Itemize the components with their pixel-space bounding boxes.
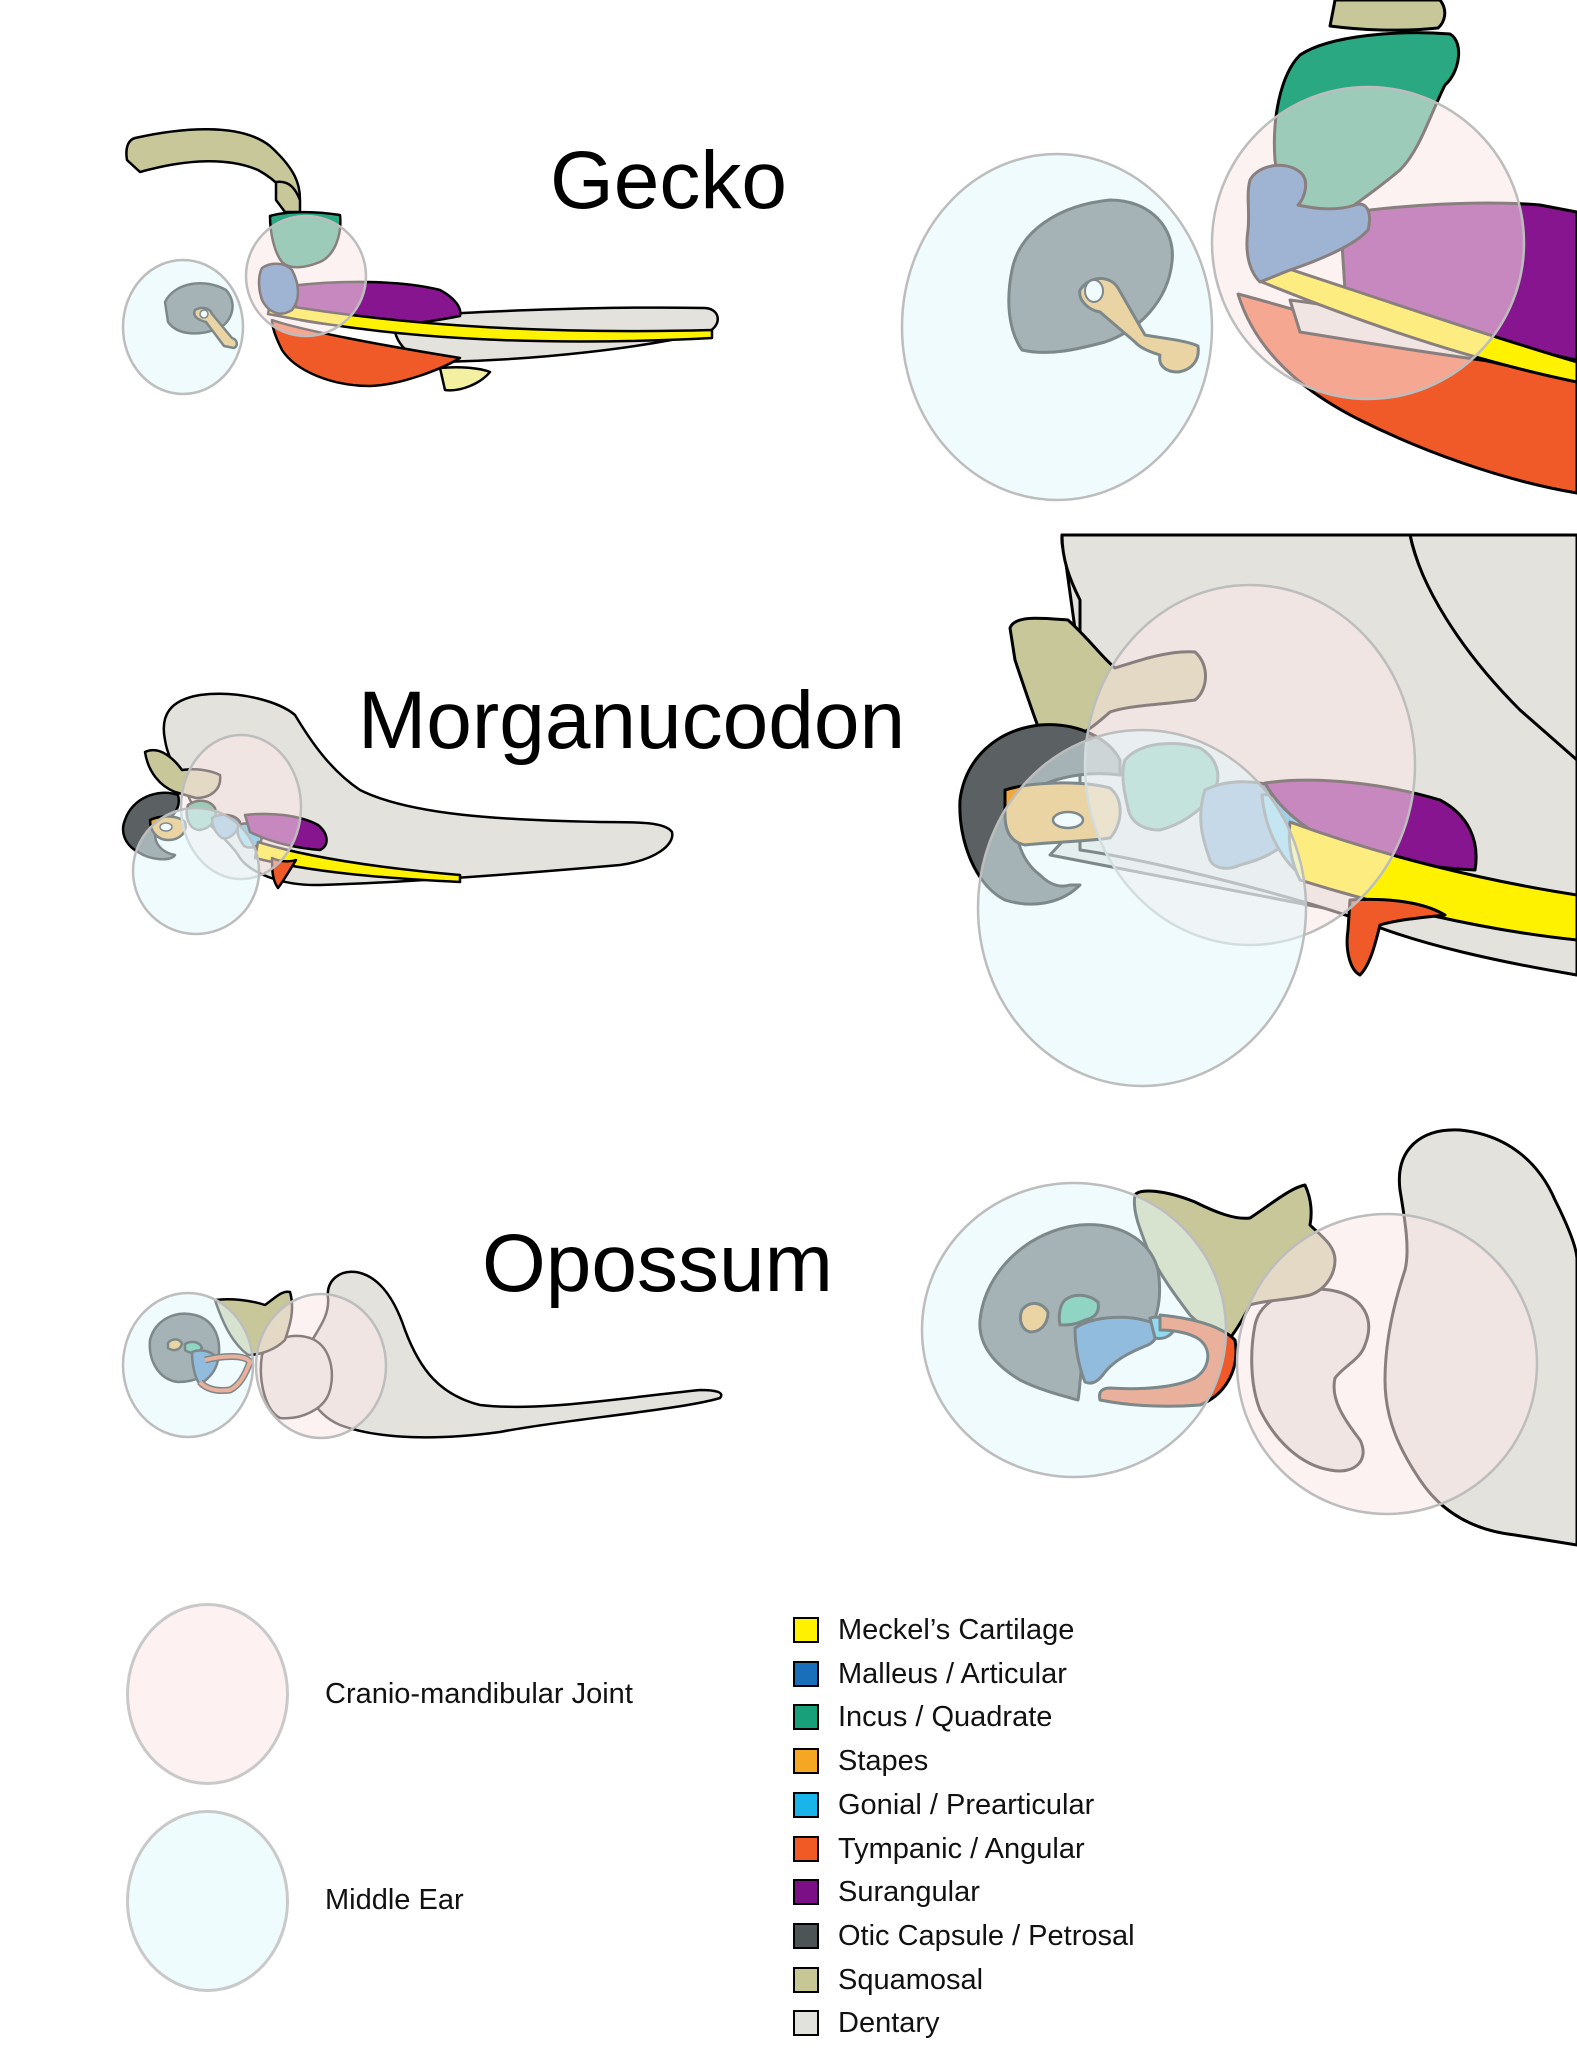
legend-label: Tympanic / Angular — [838, 1832, 1085, 1865]
legend-swatch — [793, 1966, 819, 1993]
gecko-small-tympanic — [270, 318, 462, 388]
legend-label: Dentary — [838, 2007, 940, 2040]
legend-swatch — [793, 1835, 819, 1862]
gecko-small-prearticular — [438, 365, 492, 392]
morg-big-tympanic — [1345, 897, 1447, 977]
gecko-small-meckel — [266, 301, 714, 343]
title-gecko: Gecko — [550, 135, 787, 226]
ear-region-swatch — [126, 1810, 289, 1992]
legend-swatch — [793, 1704, 819, 1731]
gecko-small-joint-region — [244, 214, 368, 338]
morg-small-meckel — [253, 840, 462, 884]
legend-label: Incus / Quadrate — [838, 1701, 1053, 1734]
opossum-small-ear-region — [121, 1291, 255, 1439]
legend-swatch — [793, 1922, 819, 1949]
opossum-big-ear-region — [920, 1181, 1228, 1479]
opossum-small-joint-region — [254, 1292, 388, 1440]
morg-small-tympanic — [270, 856, 298, 890]
gecko-big-squamosal — [1328, 0, 1447, 32]
legend-label: Gonial / Prearticular — [838, 1788, 1095, 1821]
legend-label: Stapes — [838, 1745, 929, 1778]
legend-swatch — [793, 2010, 819, 2037]
legend-swatch — [793, 1791, 819, 1818]
legend-label: Otic Capsule / Petrosal — [838, 1919, 1135, 1952]
legend-label: Meckel’s Cartilage — [838, 1614, 1075, 1646]
title-morganucodon: Morganucodon — [358, 675, 906, 766]
gecko-small-squamosal — [125, 128, 302, 214]
joint-region-swatch — [126, 1603, 289, 1785]
legend-swatch — [793, 1748, 819, 1775]
legend-swatch — [793, 1879, 819, 1906]
morg-big-ear-region — [976, 728, 1308, 1088]
morg-small-ear-region — [131, 806, 261, 936]
legend-swatch — [793, 1617, 819, 1643]
gecko-small-ear-region — [121, 258, 245, 396]
legend-label: Malleus / Articular — [838, 1657, 1067, 1690]
legend-label: Squamosal — [838, 1963, 984, 1996]
gecko-big-ear-region — [900, 152, 1214, 502]
legend-swatch — [793, 1660, 819, 1687]
title-opossum: Opossum — [482, 1218, 833, 1309]
joint-region-label: Cranio-mandibular Joint — [325, 1678, 633, 1710]
legend-label: Surangular — [838, 1876, 980, 1909]
gecko-big-joint-region — [1210, 85, 1526, 401]
ear-region-label: Middle Ear — [325, 1884, 464, 1916]
opossum-big-joint-region — [1235, 1212, 1539, 1516]
